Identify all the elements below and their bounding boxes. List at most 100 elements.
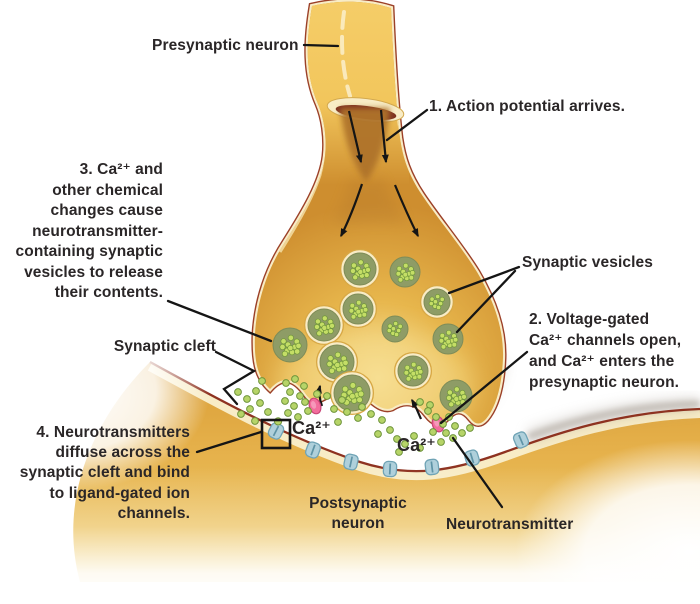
cutaway-channel-fade [332,175,406,224]
vesicle-content-dot [436,304,442,311]
arrow-down-2 [379,109,389,164]
vesicle-content-dot [287,344,294,352]
vesicle-content-dot [439,296,445,302]
leader-step4 [195,430,263,454]
channel-highlight [310,401,317,409]
neurotransmitter-dot [281,397,289,405]
neurotransmitter-dot [264,408,272,416]
vesicle-content-dot [417,369,424,375]
vesicle-content-dot [352,274,359,281]
vesicle-cream-ring [305,306,343,344]
neurotransmitter-dot [410,432,418,440]
vesicle-content-dot [439,332,446,339]
neurotransmitter-dot [416,398,424,406]
label-step4-neurotransmitters: 4. Neurotransmitters diffuse across the … [19,424,190,522]
neurotransmitter-dot [282,379,290,387]
presynaptic-neuron [251,0,508,433]
vesicle-cream-ring [331,372,373,414]
vesicle-content-dot [349,382,357,389]
neurotransmitter-dot [466,424,474,432]
vesicle-content-dot [395,271,402,277]
vesicle-content-dot [445,338,452,345]
axon-highlight [340,10,352,98]
vesicle-content-dot [416,373,423,380]
neurotransmitter-dot [291,375,299,383]
neurotransmitter-dot [354,414,362,422]
vesicle-content-dot [461,393,467,400]
neurotransmitter-dot [323,392,331,400]
vesicle-content-dot [452,337,459,343]
ligand-gated-channel [512,431,530,449]
neurotransmitter-dot [416,444,424,452]
vesicle-content-dot [355,308,362,315]
action-potential-arrows [340,109,419,238]
label-step2-voltage-gated: 2. Voltage-gated Ca²⁺ channels open, and… [529,311,682,391]
neurotransmitter-dot [374,430,382,438]
vesicle-content-dot [438,301,444,307]
vesicle-content-dot [432,299,438,305]
neurotransmitter-dot [237,410,245,418]
vesicle-content-dot [287,334,294,341]
vesicle-gold-ring [338,289,378,329]
label-presynaptic-neuron: Presynaptic neuron [152,37,299,54]
neurotransmitter-dot [300,382,308,390]
vesicle-content-dot [410,370,417,377]
label-step3-calcium-release: 3. Ca²⁺ and other chemical changes cause… [15,161,163,301]
neurotransmitter-dot [252,387,260,395]
synaptic-vesicle [303,304,345,346]
vesicle-content-dot [280,338,287,345]
vesicle-content-dot [327,355,334,362]
vesicle-content-dot [397,323,403,329]
label-neurotransmitter: Neurotransmitter [446,516,574,533]
vesicle-content-dot [350,314,357,320]
ligand-gated-channel [382,460,398,478]
receptor-slit [518,434,524,446]
vesicle-content-dot [328,367,335,374]
vesicle-content-dot [341,365,348,372]
vesicle-content-dot [435,293,441,300]
vesicle-content-dot [326,360,333,368]
neurotransmitter-dot [251,417,259,425]
neurotransmitter-dot [343,408,351,416]
arrow-curve-right [393,184,419,238]
neurotransmitter-dot [429,428,437,436]
vesicle-content-dot [409,270,416,276]
leader-vesicles-2 [455,269,517,334]
vesicle-content-dot [334,361,341,369]
receptor-slit [388,463,392,475]
synaptic-vesicle [338,289,378,329]
ligand-gated-channels [267,417,530,478]
label-calcium-1: Ca²⁺ [292,418,331,438]
neurotransmitter-dot [432,413,440,421]
vesicle-content-dot [281,350,288,357]
vesicle-content-dot [446,395,452,401]
vesicle-content-dot [349,393,356,400]
vesicle-cream-ring [395,353,431,389]
vesicle-content-dot [295,342,302,349]
vesicle-content-dot [396,328,402,334]
vesicle-content-dot [356,299,362,306]
synaptic-vesicles-group [272,248,473,416]
neurotransmitter-dot [246,405,254,413]
receptor-highlight-box [260,418,292,450]
synaptic-vesicle [381,315,409,343]
label-postsynaptic-neuron: Postsynaptic neuron [309,495,407,532]
leader-cleft-bracket [214,350,257,406]
vesicle-content-dot [404,364,411,371]
synaptic-vesicle [389,256,421,288]
vesicle-content-dot [351,262,357,269]
vesicle-content-dot [357,268,364,275]
vesicle-content-dot [411,361,417,368]
leader-presynaptic [302,43,340,48]
vesicle-content-dot [408,274,415,281]
label-synaptic-cleft: Synaptic cleft [113,338,216,355]
right-fade [515,440,700,604]
receptor-slit [349,456,353,468]
neurotransmitter-dot [294,413,302,421]
vesicle-content-dot [438,338,445,344]
neurotransmitter-dot [313,390,321,398]
channel-highlight [434,418,440,427]
vesicle-content-dot [349,302,356,309]
ligand-gated-channel [424,458,440,476]
